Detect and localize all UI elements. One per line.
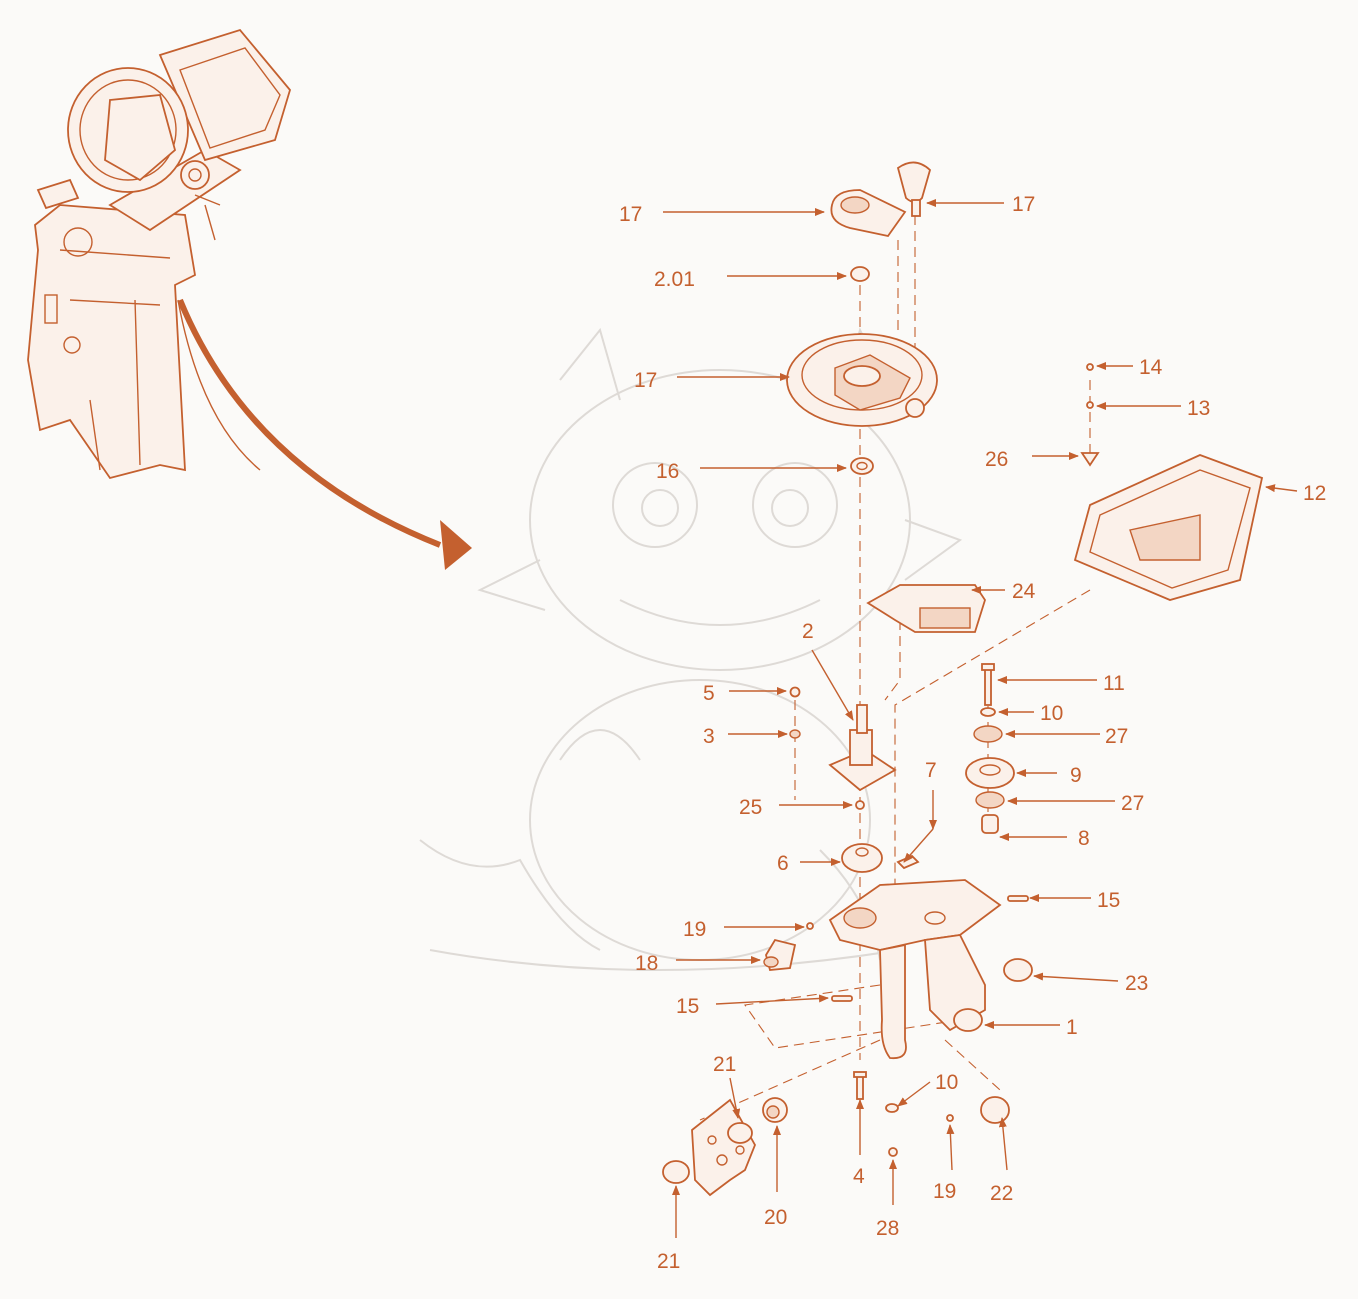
callout-23: 23	[1125, 972, 1148, 995]
part-19-screw-upper	[806, 922, 814, 930]
callout-5: 5	[703, 682, 715, 705]
callout-7: 7	[925, 759, 937, 782]
part-6-gear	[841, 843, 883, 873]
callout-16: 16	[656, 460, 679, 483]
part-24-plate	[866, 584, 986, 633]
callout-21-upper: 21	[713, 1053, 736, 1076]
part-2-shaft-housing	[828, 704, 897, 792]
part-5-nut	[789, 686, 801, 698]
callout-leaders	[663, 199, 1298, 1238]
callout-28: 28	[876, 1217, 899, 1240]
part-17-cover	[830, 189, 907, 238]
part-19-screw-lower	[946, 1114, 954, 1122]
callout-17-handwheel: 17	[634, 369, 657, 392]
pointer-arrow	[177, 298, 472, 570]
part-8-sleeve	[981, 814, 999, 834]
part-20-bushing	[762, 1097, 788, 1123]
callout-10-lower: 10	[935, 1071, 958, 1094]
part-3-washer	[789, 729, 801, 739]
callout-26: 26	[985, 448, 1008, 471]
part-27-bearing-lower	[975, 791, 1005, 809]
part-16-bushing	[850, 457, 874, 475]
callout-labels: 17 17 2.01 17 14 13 26 12 16 24 2 11 5 1…	[619, 193, 1326, 1273]
callout-2: 2	[802, 620, 814, 643]
callout-12: 12	[1303, 482, 1326, 505]
callout-24: 24	[1012, 580, 1036, 603]
part-26-clip	[1080, 452, 1100, 467]
callout-27-upper: 27	[1105, 725, 1128, 748]
callout-27-lower: 27	[1121, 792, 1144, 815]
callout-4: 4	[853, 1165, 865, 1188]
part-22-cap	[980, 1096, 1010, 1124]
callout-2.01: 2.01	[654, 268, 695, 291]
callout-1: 1	[1066, 1016, 1078, 1039]
callout-18: 18	[635, 952, 658, 975]
callout-8: 8	[1078, 827, 1090, 850]
part-4-bolt	[853, 1071, 867, 1100]
callout-17-cover: 17	[619, 203, 642, 226]
callout-14: 14	[1139, 356, 1163, 379]
part-25-pin	[855, 800, 865, 810]
part-10-washer-upper	[980, 707, 996, 717]
callout-21-lower: 21	[657, 1250, 680, 1273]
part-1-frame	[828, 879, 1002, 1060]
part-18-bushing	[763, 938, 797, 971]
part-17-handwheel	[786, 333, 938, 427]
callout-11: 11	[1103, 672, 1125, 695]
part-21-oring-left	[662, 1160, 690, 1184]
part-15-pin-lower	[831, 995, 853, 1002]
part-23-ring	[1003, 958, 1033, 982]
callout-15-lower: 15	[676, 995, 699, 1018]
callout-19-lower: 19	[933, 1180, 956, 1203]
callout-10-upper: 10	[1040, 702, 1063, 725]
callout-13: 13	[1187, 397, 1210, 420]
part-12-housing	[1073, 454, 1264, 601]
part-15-pin-upper	[1007, 895, 1029, 902]
callout-22: 22	[990, 1182, 1013, 1205]
callout-20: 20	[764, 1206, 787, 1229]
callout-6: 6	[777, 852, 789, 875]
part-14-screw	[1086, 363, 1094, 371]
part-17-knob	[896, 161, 932, 217]
part-27-bearing-upper	[973, 725, 1003, 743]
part-bracket-plate	[691, 1098, 756, 1197]
machine-overview-illustration	[27, 28, 292, 480]
part-21-oring-right	[727, 1122, 753, 1144]
callout-15-upper: 15	[1097, 889, 1120, 912]
watermark-dragon-illustration	[419, 327, 963, 971]
part-9-gear	[965, 757, 1015, 789]
part-28-nut	[888, 1147, 898, 1157]
callout-9: 9	[1070, 764, 1082, 787]
part-2.01-nut	[850, 266, 870, 282]
part-10-washer-lower	[885, 1103, 899, 1113]
callout-19-upper: 19	[683, 918, 706, 941]
part-13-screw	[1086, 401, 1094, 409]
callout-25: 25	[739, 796, 762, 819]
callout-17-knob: 17	[1012, 193, 1035, 216]
callout-3: 3	[703, 725, 715, 748]
part-11-bolt	[981, 663, 995, 706]
